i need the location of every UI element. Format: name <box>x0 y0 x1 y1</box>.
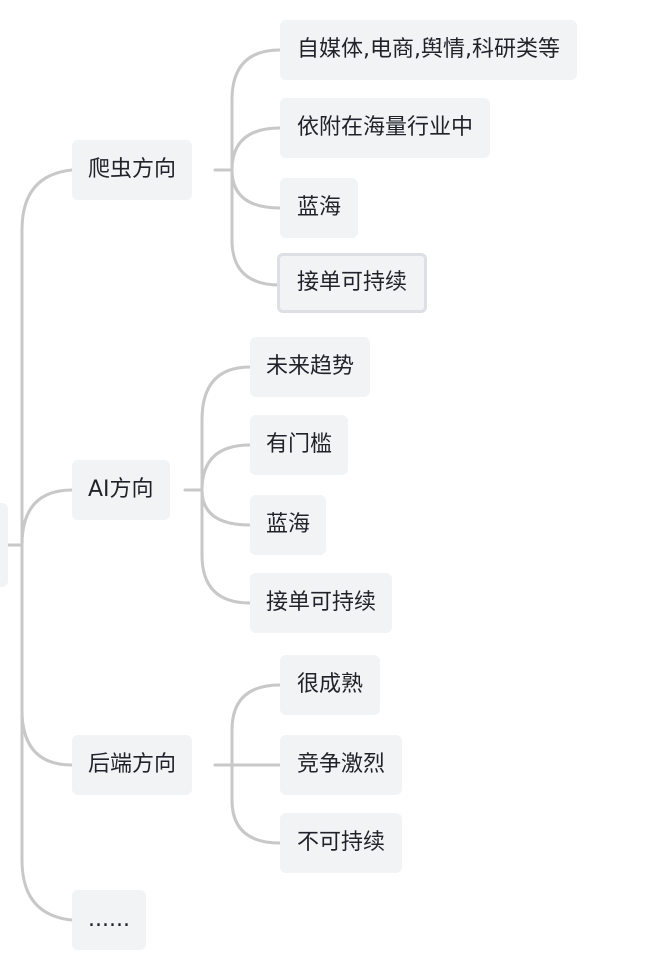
link-ai-child-2 <box>200 443 252 492</box>
branch-backend[interactable]: 后端方向 <box>72 735 193 795</box>
root-node[interactable] <box>0 503 8 587</box>
branch-more[interactable]: ...... <box>72 890 146 950</box>
link-root-to-crawler <box>20 168 74 547</box>
link-ai-child-3 <box>200 488 252 527</box>
crawler-child-4-selected[interactable]: 接单可持续 <box>277 253 428 313</box>
backend-child-1[interactable]: 很成熟 <box>280 655 381 715</box>
link-root-to-ai <box>20 488 74 547</box>
link-backend-child-3 <box>230 763 282 845</box>
branch-ai[interactable]: AI方向 <box>72 460 170 520</box>
ai-child-2[interactable]: 有门槛 <box>250 415 349 475</box>
crawler-child-2[interactable]: 依附在海量行业中 <box>280 98 491 158</box>
branch-crawler[interactable]: 爬虫方向 <box>72 140 193 200</box>
link-root-to-backend <box>20 543 74 767</box>
ai-child-4[interactable]: 接单可持续 <box>250 573 393 633</box>
backend-child-3[interactable]: 不可持续 <box>280 813 403 873</box>
link-ai-child-1 <box>200 365 252 492</box>
crawler-child-1[interactable]: 自媒体,电商,舆情,科研类等 <box>280 20 577 80</box>
link-crawler-child-2 <box>230 126 282 172</box>
link-root-to-more <box>20 708 74 922</box>
ai-child-3[interactable]: 蓝海 <box>250 495 327 555</box>
link-backend-child-1 <box>230 683 282 767</box>
link-crawler-child-3 <box>230 168 282 210</box>
link-crawler-child-4 <box>230 168 282 287</box>
crawler-child-3[interactable]: 蓝海 <box>280 178 359 238</box>
ai-child-1[interactable]: 未来趋势 <box>250 337 371 397</box>
link-crawler-child-1 <box>230 48 282 172</box>
link-ai-child-4 <box>200 488 252 605</box>
backend-child-2[interactable]: 竞争激烈 <box>280 735 403 795</box>
